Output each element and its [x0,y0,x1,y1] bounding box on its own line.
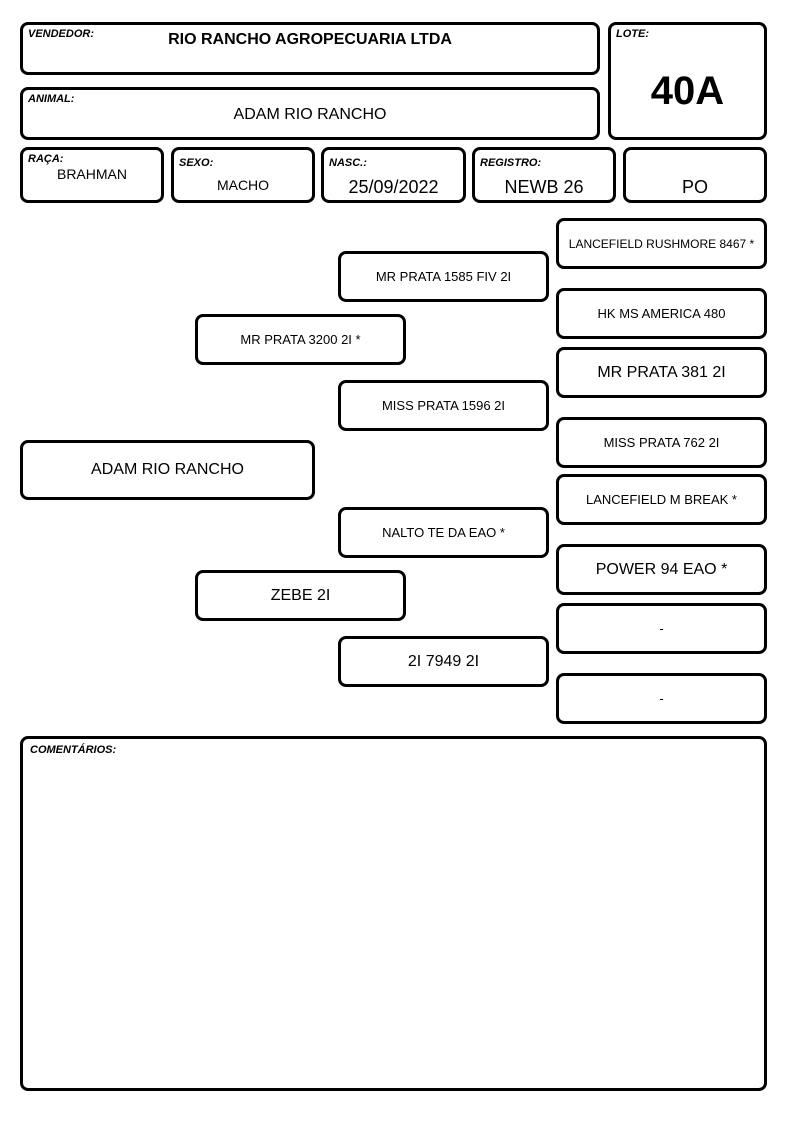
sexo-label: SEXO: [179,157,214,169]
vendedor-box: VENDEDOR: RIO RANCHO AGROPECUARIA LTDA [20,22,600,75]
pedigree-ggp-2: HK MS AMERICA 480 [556,288,767,339]
pedigree-ggp-3: MR PRATA 381 2I [556,347,767,398]
pedigree-dam-sire: NALTO TE DA EAO * [338,507,549,558]
animal-value: ADAM RIO RANCHO [233,106,387,123]
vendedor-value: RIO RANCHO AGROPECUARIA LTDA [168,31,452,48]
raca-value: BRAHMAN [56,166,127,182]
pedigree-animal: ADAM RIO RANCHO [20,440,315,500]
sexo-value: MACHO [216,177,270,193]
vendedor-label: VENDEDOR: [28,28,95,40]
pedigree-ggp-7: - [556,603,767,654]
animal-box: ANIMAL: ADAM RIO RANCHO [20,87,600,140]
registro-value: NEWB 26 [504,177,584,197]
pedigree-sire: MR PRATA 3200 2I * [195,314,406,365]
pedigree-sire-dam: MISS PRATA 1596 2I [338,380,549,431]
comments-text[interactable] [30,763,757,1081]
registro-label: REGISTRO: [480,157,542,169]
nasc-label: NASC.: [329,157,367,169]
lote-label: LOTE: [616,28,649,40]
pedigree-ggp-8: - [556,673,767,724]
comments-box[interactable]: COMENTÁRIOS: [20,736,767,1091]
pedigree-ggp-4: MISS PRATA 762 2I [556,417,767,468]
tipo-value: PO [681,177,708,197]
pedigree-ggp-1: LANCEFIELD RUSHMORE 8467 * [556,218,767,269]
sexo-box: SEXO: MACHO [171,147,315,203]
lote-value: 40A [650,69,725,113]
animal-label: ANIMAL: [28,93,75,105]
comments-label: COMENTÁRIOS: [30,744,117,756]
raca-box: RAÇA: BRAHMAN [20,147,164,203]
pedigree-ggp-6: POWER 94 EAO * [556,544,767,595]
lote-box: LOTE: 40A [608,22,767,140]
pedigree-ggp-5: LANCEFIELD M BREAK * [556,474,767,525]
registro-box: REGISTRO: NEWB 26 [472,147,616,203]
raca-label: RAÇA: [28,153,64,165]
nasc-value: 25/09/2022 [348,177,439,197]
nasc-box: NASC.: 25/09/2022 [321,147,466,203]
tipo-box: PO [623,147,767,203]
pedigree-dam-dam: 2I 7949 2I [338,636,549,687]
pedigree-dam: ZEBE 2I [195,570,406,621]
pedigree-sire-sire: MR PRATA 1585 FIV 2I [338,251,549,302]
